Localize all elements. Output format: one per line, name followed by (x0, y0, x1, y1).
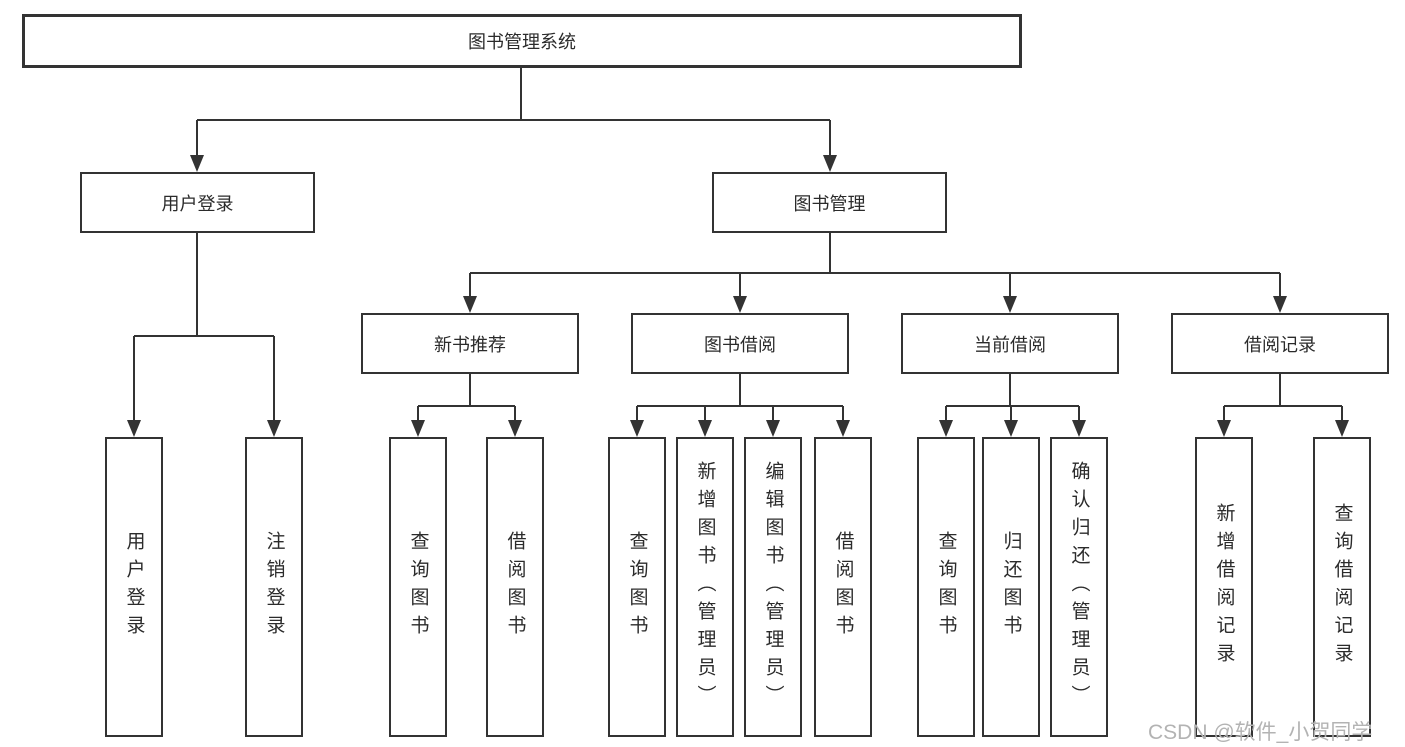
node-label: 新增借阅记录 (1213, 503, 1235, 671)
node-label: 新增图书（管理员） (694, 461, 716, 713)
connector-lines (133, 68, 1343, 423)
node-label: 当前借阅 (974, 334, 1046, 355)
node-label: 借阅记录 (1244, 334, 1316, 355)
node-label: 用户登录 (123, 531, 145, 643)
node-label: 查询图书 (626, 531, 648, 643)
node-logout-leaf: 注销登录 (245, 437, 303, 737)
node-confirm-return-admin: 确认归还（管理员） (1050, 437, 1108, 737)
node-query-borrow-record: 查询借阅记录 (1313, 437, 1371, 737)
node-new-book-recommendation: 新书推荐 (361, 313, 579, 374)
node-edit-books-admin: 编辑图书（管理员） (744, 437, 802, 737)
node-label: 归还图书 (1000, 531, 1022, 643)
node-library-management-system: 图书管理系统 (22, 14, 1022, 68)
node-add-books-admin: 新增图书（管理员） (676, 437, 734, 737)
node-label: 借阅图书 (832, 531, 854, 643)
node-user-login-leaf: 用户登录 (105, 437, 163, 737)
node-query-books-current: 查询图书 (917, 437, 975, 737)
node-return-books: 归还图书 (982, 437, 1040, 737)
node-book-management: 图书管理 (712, 172, 947, 233)
node-label: 查询借阅记录 (1331, 503, 1353, 671)
node-label: 借阅图书 (504, 531, 526, 643)
node-label: 查询图书 (407, 531, 429, 643)
node-query-books-recommend: 查询图书 (389, 437, 447, 737)
node-label: 注销登录 (263, 531, 285, 643)
node-user-login: 用户登录 (80, 172, 315, 233)
csdn-watermark: CSDN @软件_小贺同学 (1148, 721, 1373, 744)
node-label: 图书管理 (793, 193, 866, 214)
node-add-borrow-record: 新增借阅记录 (1195, 437, 1253, 737)
node-borrowing-records: 借阅记录 (1171, 313, 1389, 374)
node-label: 确认归还（管理员） (1068, 461, 1090, 713)
node-label: 编辑图书（管理员） (762, 461, 784, 713)
node-label: 新书推荐 (434, 334, 506, 355)
node-query-books-borrowing: 查询图书 (608, 437, 666, 737)
node-book-borrowing: 图书借阅 (631, 313, 849, 374)
node-borrow-books-borrowing: 借阅图书 (814, 437, 872, 737)
node-label: 图书借阅 (704, 334, 776, 355)
connector-arrowheads (127, 155, 1349, 437)
node-current-borrowing: 当前借阅 (901, 313, 1119, 374)
node-label: 用户登录 (161, 193, 234, 214)
node-borrow-books-recommend: 借阅图书 (486, 437, 544, 737)
node-label: 图书管理系统 (468, 32, 576, 52)
node-label: 查询图书 (935, 531, 957, 643)
